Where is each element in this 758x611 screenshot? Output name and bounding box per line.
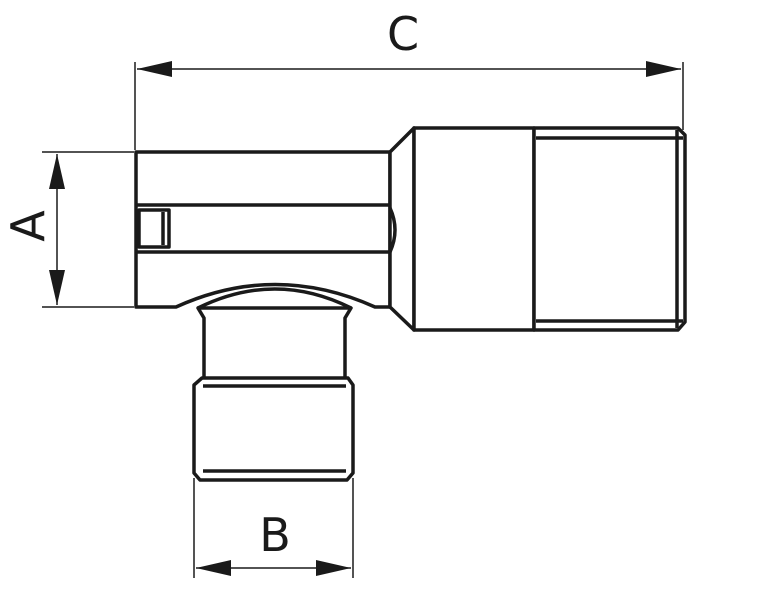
dimension-label-a: A [1,210,55,242]
hex-body [412,126,536,332]
right-outlet [388,126,687,332]
arrowhead-b-right [316,560,351,576]
dimension-label-b: B [259,508,291,562]
branch-dome [197,287,352,310]
dimension-b: B [193,478,354,578]
arrowhead-c-right [646,61,681,77]
branch-neck [196,306,353,382]
socket-body [134,150,392,309]
transition-curve [388,207,397,253]
male-thread [532,126,687,332]
arrowhead-a-bottom [49,270,65,305]
arrowhead-a-top [49,154,65,189]
branch-outlet [192,306,355,482]
dimension-label-c: C [387,7,419,61]
branch-thread [192,376,355,482]
arrowhead-b-left [196,560,231,576]
dimension-c: C [134,7,684,150]
main-body [134,150,392,310]
dimension-a: A [1,151,134,308]
arrowhead-c-left [137,61,172,77]
